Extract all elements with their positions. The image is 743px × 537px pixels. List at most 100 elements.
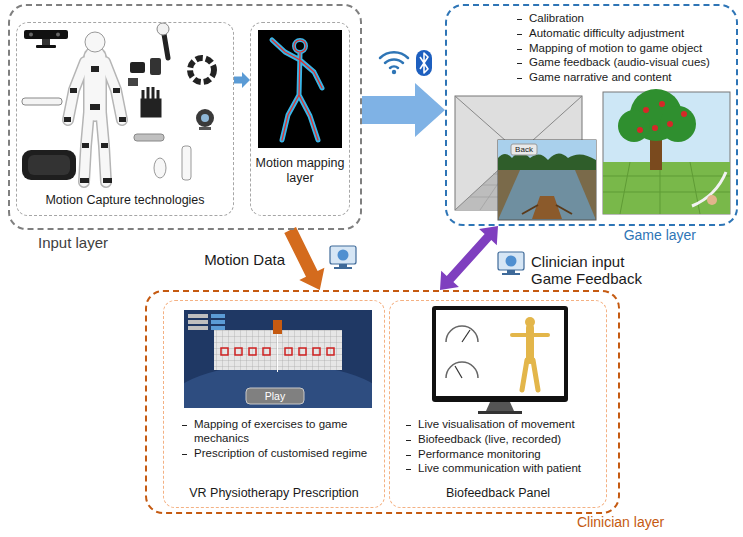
wireless-icons [380,52,408,68]
mocap-devices [119,117,126,122]
mocap-devices [196,109,214,127]
box-title: Motion mapping layer [253,156,347,186]
mocap-devices [182,146,191,180]
mocap-devices [85,32,105,52]
orchard-screenshot [692,172,726,206]
vr-prescription-screenshot [188,320,208,324]
mocap-devices [80,178,89,183]
river-screenshot [511,144,537,155]
orchard-screenshot [660,106,696,142]
text-slot: Biofeedback (live, recorded) [418,433,602,447]
vr-prescription-screenshot [277,334,278,372]
river-screenshot [498,153,596,170]
edge-label-slot: Clinician input Game Feedback [529,254,647,288]
computer-icon [338,250,349,261]
mocap-devices [113,88,120,93]
orchard-screenshot [643,107,649,113]
layer-box: CalibrationAutomatic difficulty adjustme… [445,4,738,226]
mocap-devices [68,58,122,182]
wireless-icons [420,53,428,73]
bullet-dash [406,440,411,441]
biofeedback-monitor [462,330,470,342]
layer-heading: Game layer [576,227,696,244]
computer-icon [498,252,524,275]
motion-mapping-image [294,40,306,52]
orchard-screenshot [603,89,730,214]
mocap-devices [101,143,108,148]
biofeedback-monitor [432,306,568,414]
edge-label: Clinician input Game Feedback [529,254,647,287]
wireless-icons [390,66,398,68]
mocap-devices [91,66,99,72]
text-slot: Mapping of motion to game object [529,42,733,56]
vr-prescription-screenshot [285,348,292,355]
text-slot: VR Physiotherapy Prescription [166,486,382,501]
text-slot: Calibration [529,12,733,26]
orchard-screenshot [681,111,687,117]
wireless-icons [385,59,403,63]
orchard-screenshot [603,162,730,214]
bullet-dash [406,425,411,426]
block-arrow [362,83,445,137]
mocap-devices [29,33,33,37]
text-slot: Motion mapping layer [253,156,347,186]
computer-icon [506,256,517,267]
mocap-devices [22,23,214,183]
vr-prescription-screenshot [246,388,304,404]
layer-box: Mapping of exercises to game mechanicsPr… [145,290,620,514]
vr-prescription-screenshot [249,348,256,355]
text-slot: Prescription of customised regime [194,447,376,461]
vr-prescription-screenshot [211,320,225,324]
mocap-devices [157,23,169,35]
mocap-devices [190,58,214,82]
bullet-dash [517,78,522,79]
mocap-devices [128,78,138,86]
bullet-text: Game narrative and content [529,71,733,85]
layer-box: Motion Capture technologies Motion mappin… [8,4,362,230]
computer-icon [502,273,520,275]
mocap-devices [82,143,89,148]
vr-prescription-screenshot [211,326,225,330]
mocap-devices [199,127,211,130]
mocap-devices [22,98,62,105]
text-slot: Live visualisation of movement [418,418,602,432]
component-box: Mapping of exercises to game mechanicsPr… [163,300,385,508]
mocap-devices [154,158,166,178]
mocap-devices [70,88,77,93]
vr-prescription-screenshot [263,348,270,355]
biofeedback-monitor [455,366,462,378]
component-box: Live visualisation of movementBiofeedbac… [389,300,607,508]
bullet-text: Biofeedback (live, recorded) [418,433,602,447]
river-screenshot [532,196,562,219]
orchard-screenshot [637,101,687,133]
screen-label: Back [515,146,533,154]
mocap-devices [164,34,168,58]
motion-mapping-image [258,30,342,148]
bullet-dash [517,63,522,64]
bullet-dash [517,34,522,35]
computer-icon [330,246,356,269]
mocap-devices [36,45,56,48]
bullet-dash [517,19,522,20]
biofeedback-monitor [486,402,514,411]
mocap-devices [90,104,100,110]
bullet-text: Live communication with patient [418,462,602,476]
text-slot: Motion Capture technologies [19,193,231,208]
box-title: Motion Capture technologies [19,193,231,208]
biofeedback-monitor [526,328,534,360]
screen-label: Play [265,391,285,402]
biofeedback-monitor [522,360,538,390]
mocap-devices [142,87,160,116]
mocap-devices [24,30,68,39]
motion-mapping-image [272,40,322,140]
vr-prescription-screenshot [188,314,208,318]
vr-prescription-screenshot [211,314,225,318]
river-screenshot [498,170,520,220]
vr-prescription-screenshot [273,320,282,334]
block-arrow [440,226,498,290]
wireless-icons [380,52,408,58]
mocap-devices [64,117,71,122]
mocap-devices [150,58,161,75]
text-slot: Performance monitoring [418,448,602,462]
